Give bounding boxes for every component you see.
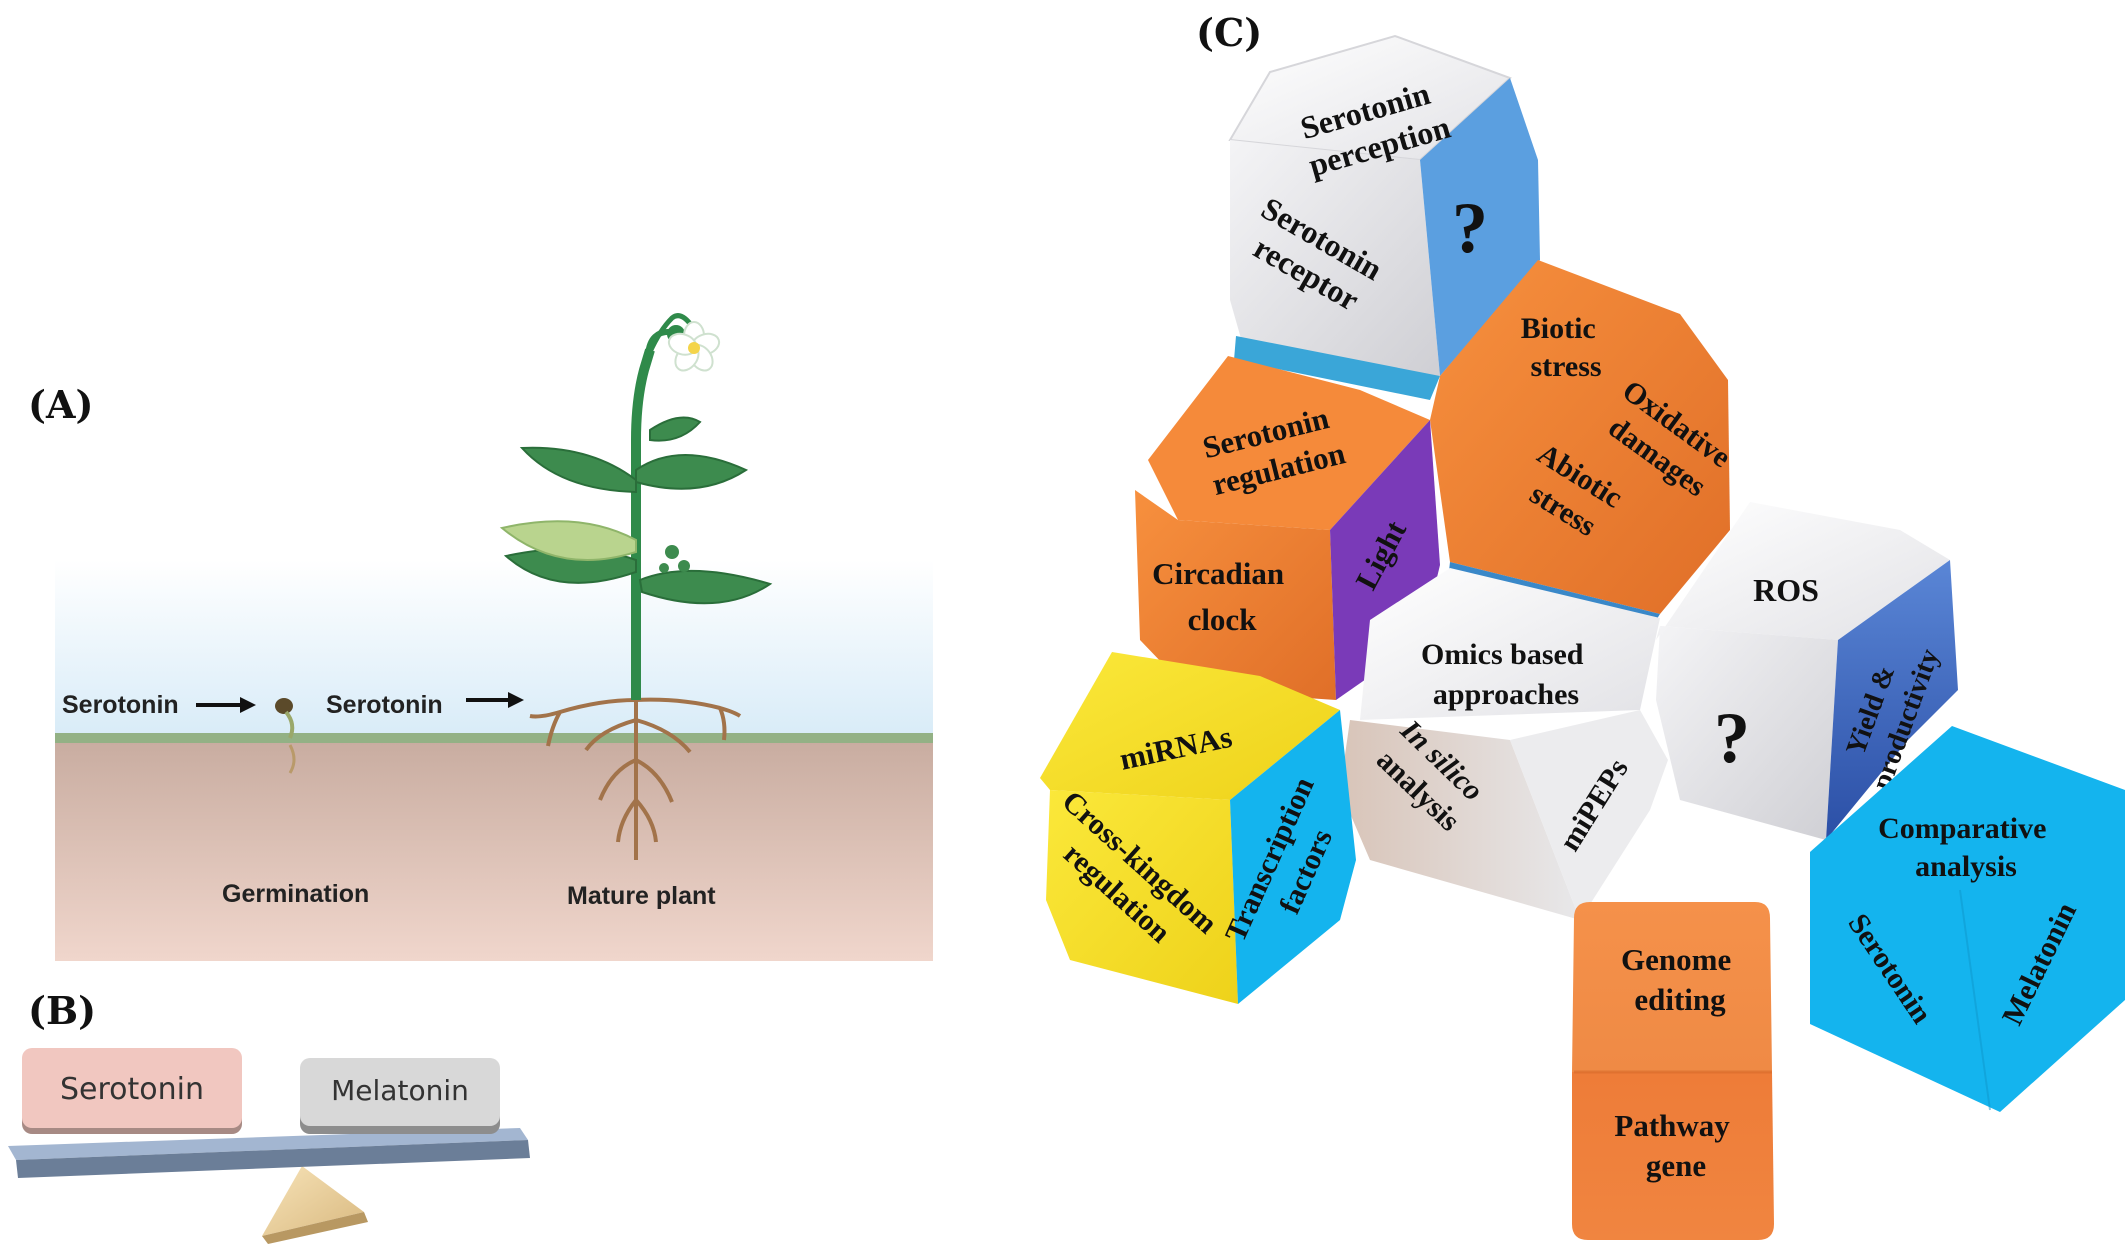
genome-bottom-2: gene xyxy=(1646,1148,1706,1183)
regulation-front-2: clock xyxy=(1188,602,1258,637)
svg-text:Genome editing: Genome editing xyxy=(1621,942,1739,1017)
svg-text:Pathway gene: Pathway gene xyxy=(1614,1108,1737,1183)
serotonin-block: Serotonin xyxy=(22,1048,242,1134)
cube-perception: Serotonin perception Serotonin receptor … xyxy=(1228,34,1540,376)
genome-top-1: Genome xyxy=(1621,942,1731,977)
cube-stress: Biotic stress Abiotic stress Oxidative d… xyxy=(1430,260,1737,630)
soil-band xyxy=(55,743,933,961)
stress-top-2: stress xyxy=(1530,350,1601,383)
germination-label: Germination xyxy=(222,880,369,908)
arrow-icon-2 xyxy=(466,692,524,708)
comparative-top-2: analysis xyxy=(1915,850,2017,883)
svg-text:Omics based approaches: Omics based approaches xyxy=(1421,638,1591,711)
cube-mirna: miRNAs Cross-kingdom regulation Transcri… xyxy=(1040,652,1356,1004)
plant-icon xyxy=(499,313,773,860)
genome-bottom-1: Pathway xyxy=(1614,1108,1730,1143)
flower-icon xyxy=(667,321,721,372)
omics-top-1: Omics based xyxy=(1421,638,1584,671)
panel-label-b: (B) xyxy=(28,988,96,1033)
mature-plant-label: Mature plant xyxy=(567,882,716,910)
melatonin-block: Melatonin xyxy=(300,1058,500,1134)
cube-comparative: Comparative analysis Serotonin Melatonin xyxy=(1810,726,2125,1112)
svg-text:Biotic stress: Biotic stress xyxy=(1521,312,1604,383)
comparative-top-1: Comparative xyxy=(1878,812,2046,845)
panel-label-c: (C) xyxy=(1196,10,1262,55)
panel-a-scene: Serotonin Serotonin Germination Mature p… xyxy=(55,313,933,961)
ros-front-question: ? xyxy=(1714,698,1750,778)
cube-genome: Genome editing Pathway gene xyxy=(1572,902,1774,1240)
melatonin-block-label: Melatonin xyxy=(331,1074,469,1107)
svg-text:Circadian clock: Circadian clock xyxy=(1152,556,1292,637)
serotonin-label-1: Serotonin xyxy=(62,691,179,719)
omics-top-2: approaches xyxy=(1433,678,1579,711)
connector-strip-1 xyxy=(1234,336,1440,400)
arrow-icon-1 xyxy=(196,697,256,713)
stress-top-1: Biotic xyxy=(1521,312,1596,345)
svg-text:Comparative analysis: Comparative analysis xyxy=(1878,812,2054,883)
perception-side-question: ? xyxy=(1452,188,1488,268)
genome-top-2: editing xyxy=(1634,982,1726,1017)
balance-scale: Serotonin Melatonin xyxy=(8,1048,530,1244)
serotonin-label-2: Serotonin xyxy=(326,691,443,719)
panel-label-a: (A) xyxy=(28,382,93,427)
sky-band xyxy=(55,560,933,733)
ros-top-label: ROS xyxy=(1753,572,1819,608)
balance-beam xyxy=(8,1128,530,1178)
serotonin-block-label: Serotonin xyxy=(60,1072,204,1107)
regulation-front-1: Circadian xyxy=(1152,556,1284,591)
seedling-icon xyxy=(275,698,296,774)
fulcrum-icon xyxy=(262,1166,368,1244)
ground-line xyxy=(55,733,933,743)
cube-omics: Omics based approaches In silico analysi… xyxy=(1340,568,1668,920)
